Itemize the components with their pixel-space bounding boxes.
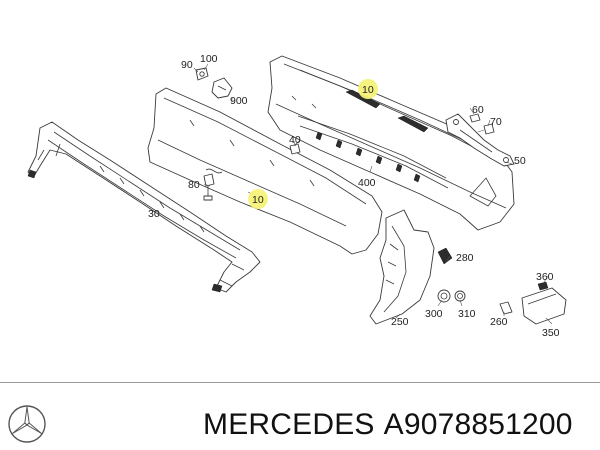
callout-60: 60 [472, 104, 484, 116]
exploded-parts-diagram: 100 90 900 10 10 60 70 50 40 400 80 30 2… [27, 53, 567, 339]
part-10-bumper-cover-rear [147, 87, 383, 255]
brand-name: MERCEDES [203, 408, 375, 441]
callout-360: 360 [536, 271, 554, 283]
part-30-mounting-rail [27, 121, 261, 293]
part-360-fastener [537, 281, 549, 291]
callout-40: 40 [289, 134, 301, 146]
callout-10-highlight-b [248, 189, 268, 209]
part-10-bumper-cover-front [267, 55, 515, 231]
part-300-sensor [437, 289, 451, 303]
part-250-side-panel [369, 209, 435, 325]
callout-70: 70 [490, 116, 502, 128]
callout-90: 90 [181, 59, 193, 71]
callout-250: 250 [391, 316, 409, 328]
part-60-screw [469, 113, 481, 123]
part-number: A9078851200 [383, 408, 573, 441]
callout-10-highlight-a [358, 79, 378, 99]
callout-10-b: 10 [252, 194, 264, 206]
part-310-retainer [454, 290, 466, 302]
callout-50: 50 [514, 155, 526, 167]
part-70-screw [477, 123, 495, 135]
callout-100: 100 [200, 53, 218, 65]
footer-divider [0, 382, 600, 383]
callout-80: 80 [188, 179, 200, 191]
callout-400: 400 [358, 177, 376, 189]
part-350-cover [521, 287, 567, 325]
callout-10-a: 10 [362, 84, 374, 96]
part-50-side-bracket [445, 113, 515, 167]
callout-30: 30 [148, 208, 160, 220]
part-90-100-clip [193, 63, 209, 81]
callout-350: 350 [542, 327, 560, 339]
callout-310: 310 [458, 308, 476, 320]
callout-280: 280 [456, 252, 474, 264]
part-400-trim-strip [297, 115, 449, 189]
callout-300: 300 [425, 308, 443, 320]
mercedes-star-icon [8, 405, 46, 443]
part-260-clip [499, 301, 513, 315]
callout-900: 900 [230, 95, 248, 107]
callout-260: 260 [490, 316, 508, 328]
part-280-clip [437, 247, 453, 265]
part-900-bracket [211, 77, 233, 99]
part-80-fastener [203, 173, 215, 201]
